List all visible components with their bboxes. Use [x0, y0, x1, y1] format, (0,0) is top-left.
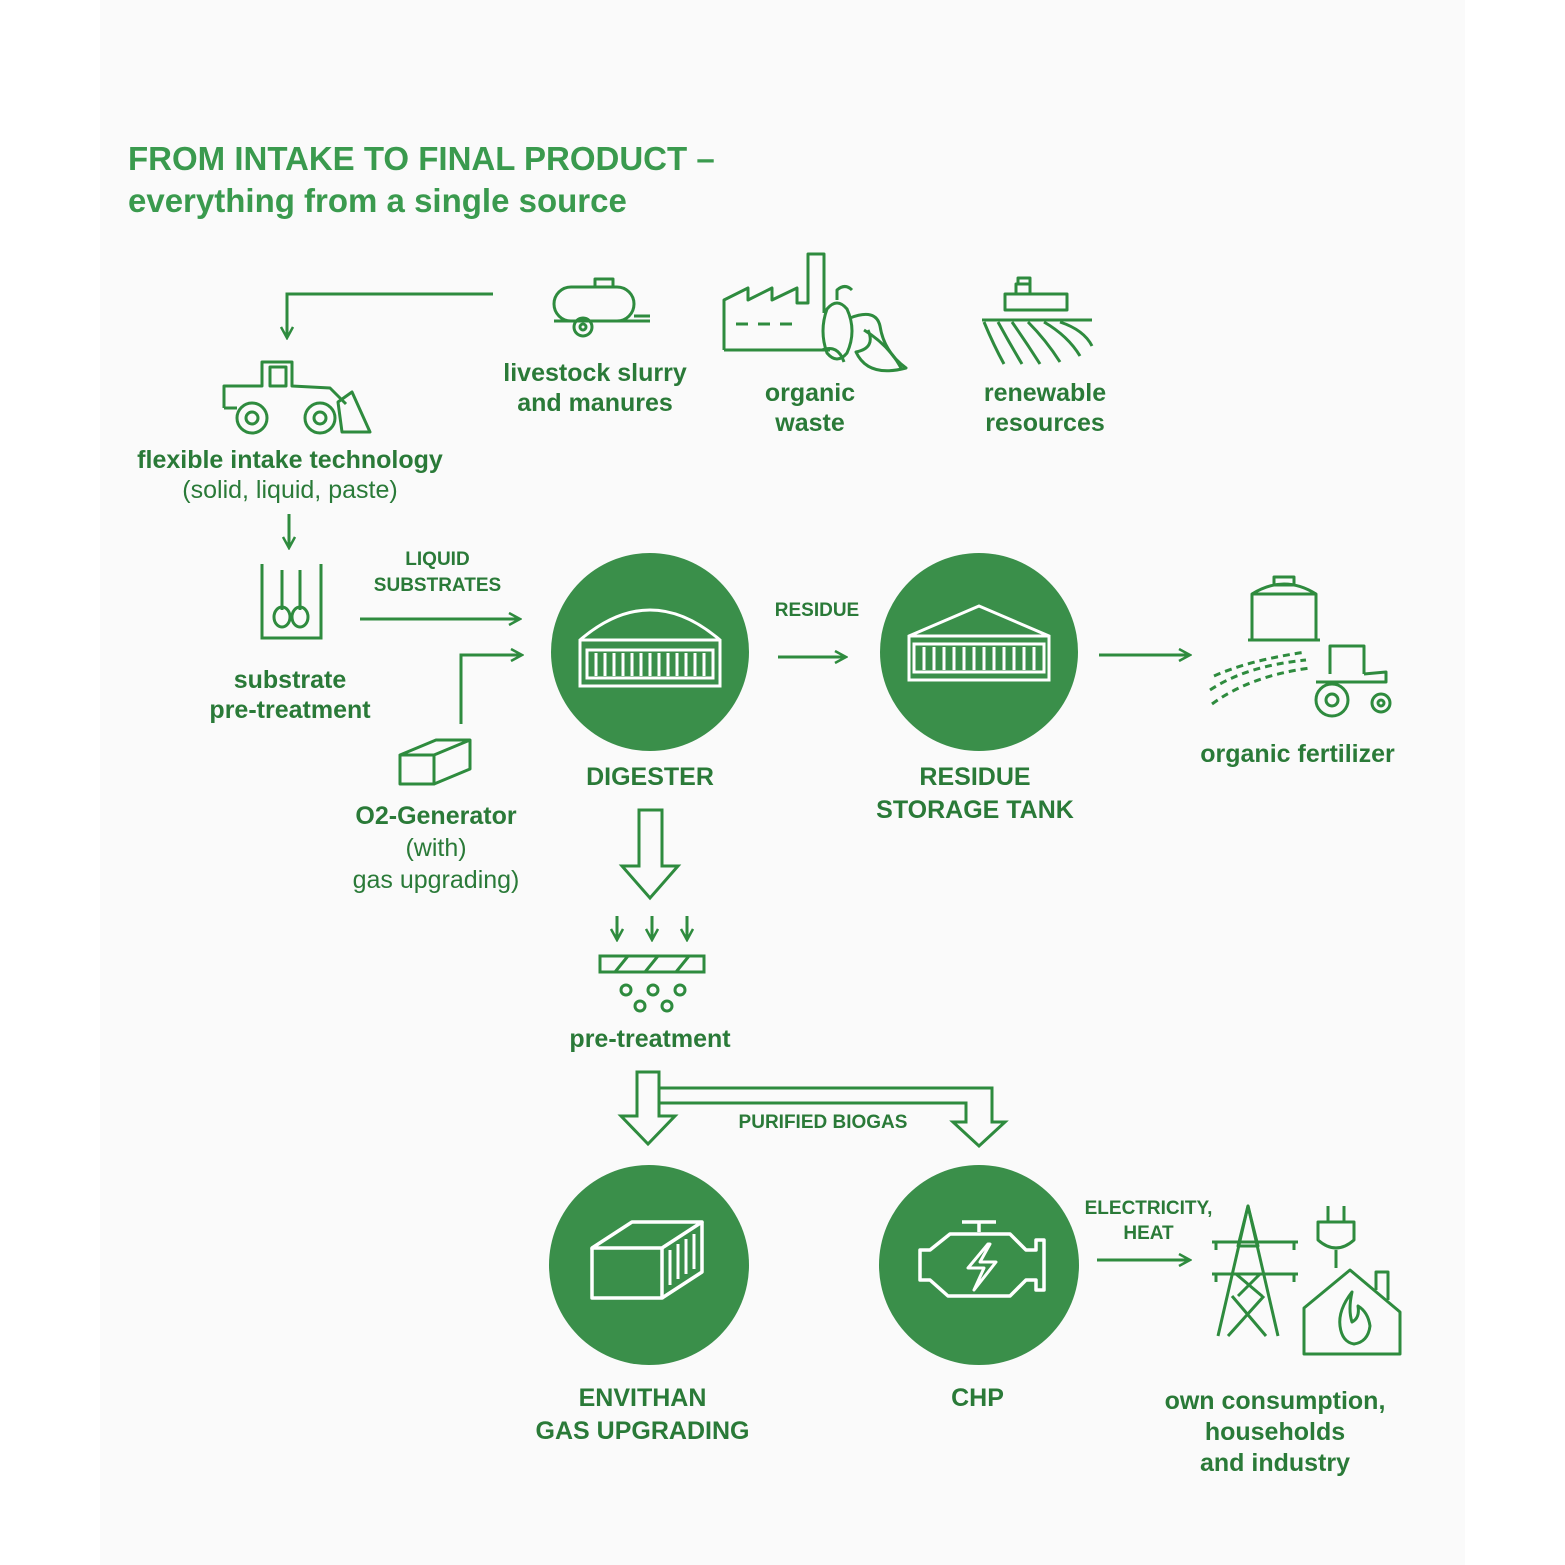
label-substrate-pretreatment: substrate pre-treatment: [180, 665, 400, 725]
label-envithan-gas-upgrading: ENVITHAN GAS UPGRADING: [505, 1382, 780, 1448]
mixer-icon: [260, 564, 323, 640]
slurry-tanker-icon: [552, 277, 650, 338]
label-purified-biogas: PURIFIED BIOGAS: [738, 1112, 908, 1133]
label-pretreatment: pre-treatment: [569, 1025, 731, 1053]
consumption-icon: [1212, 1204, 1402, 1356]
digester-circle: [551, 553, 749, 751]
arrow-inputs-to-intake: [287, 292, 493, 338]
label-renewable-line-1: renewable: [983, 379, 1107, 407]
residue-tank-circle: [880, 553, 1078, 751]
label-envithan-line-1: ENVITHAN: [578, 1384, 707, 1412]
label-liquid-line-1: LIQUID: [405, 549, 470, 570]
loader-icon: [222, 360, 372, 435]
label-electricity-line-1: ELECTRICITY,: [1084, 1198, 1213, 1219]
arrow-o2-to-digester: [459, 655, 522, 724]
label-consumption-line-1: own consumption,: [1164, 1387, 1386, 1415]
arrow-purified-biogas: [659, 1086, 1009, 1149]
label-residue-tank-line-2: STORAGE TANK: [876, 796, 1074, 824]
label-organic-fertilizer: organic fertilizer: [1200, 740, 1395, 768]
label-consumption-line-2: households: [1204, 1418, 1346, 1446]
label-waste-line-2: waste: [775, 409, 845, 437]
label-residue-tank-line-1: RESIDUE: [919, 763, 1031, 791]
engine-icon: [918, 1220, 1046, 1298]
residue-tank-icon: [907, 604, 1051, 682]
organic-waste-icon: [722, 252, 908, 373]
label-substrate-line-1: substrate: [233, 666, 347, 694]
label-renewable-resources: renewable resources: [950, 378, 1140, 438]
fertilizer-icon: [1209, 575, 1392, 718]
label-digester: DIGESTER: [586, 763, 714, 791]
label-organic-waste: organic waste: [730, 378, 890, 438]
label-intake: flexible intake technology (solid, liqui…: [100, 445, 480, 505]
renewable-resources-icon: [982, 276, 1094, 365]
chp-circle: [879, 1165, 1079, 1365]
label-intake-detail: (solid, liquid, paste): [182, 476, 398, 504]
diagram-title: FROM INTAKE TO FINAL PRODUCT – everythin…: [128, 138, 715, 222]
label-consumption-line-3: and industry: [1199, 1449, 1350, 1477]
filter-icon: [598, 916, 706, 1013]
arrow-digester-to-pretreatment: [618, 808, 682, 901]
label-residue-flow: RESIDUE: [774, 600, 860, 621]
label-o2-with: (with): [405, 834, 467, 862]
label-renewable-line-2: resources: [985, 409, 1105, 437]
label-o2-detail: gas upgrading): [352, 866, 520, 894]
label-chp: CHP: [951, 1384, 1004, 1412]
label-livestock-slurry: livestock slurry and manures: [480, 358, 710, 418]
o2-box-icon: [398, 738, 472, 786]
label-o2-generator: O2-Generator (with) gas upgrading): [326, 800, 546, 896]
arrow-pretreatment-to-envithan: [617, 1070, 679, 1147]
label-residue-storage-tank: RESIDUE STORAGE TANK: [850, 761, 1100, 827]
label-liquid-substrates: LIQUID SUBSTRATES: [355, 547, 520, 599]
label-slurry-line-1: livestock slurry: [503, 359, 687, 387]
envithan-circle: [549, 1165, 749, 1365]
digester-icon: [578, 608, 722, 688]
label-intake-title: flexible intake technology: [137, 446, 443, 474]
label-liquid-line-2: SUBSTRATES: [373, 575, 502, 596]
title-line-1: FROM INTAKE TO FINAL PRODUCT –: [128, 140, 715, 177]
label-substrate-line-2: pre-treatment: [209, 696, 371, 724]
label-electricity-heat: ELECTRICITY, HEAT: [1076, 1196, 1221, 1246]
label-waste-line-1: organic: [764, 379, 856, 407]
label-o2-title: O2-Generator: [355, 802, 517, 830]
title-line-2: everything from a single source: [128, 182, 627, 219]
label-electricity-line-2: HEAT: [1123, 1223, 1174, 1244]
label-slurry-line-2: and manures: [517, 389, 673, 417]
label-consumption: own consumption, households and industry: [1135, 1386, 1415, 1479]
label-envithan-line-2: GAS UPGRADING: [535, 1417, 750, 1445]
container-icon: [590, 1220, 704, 1300]
